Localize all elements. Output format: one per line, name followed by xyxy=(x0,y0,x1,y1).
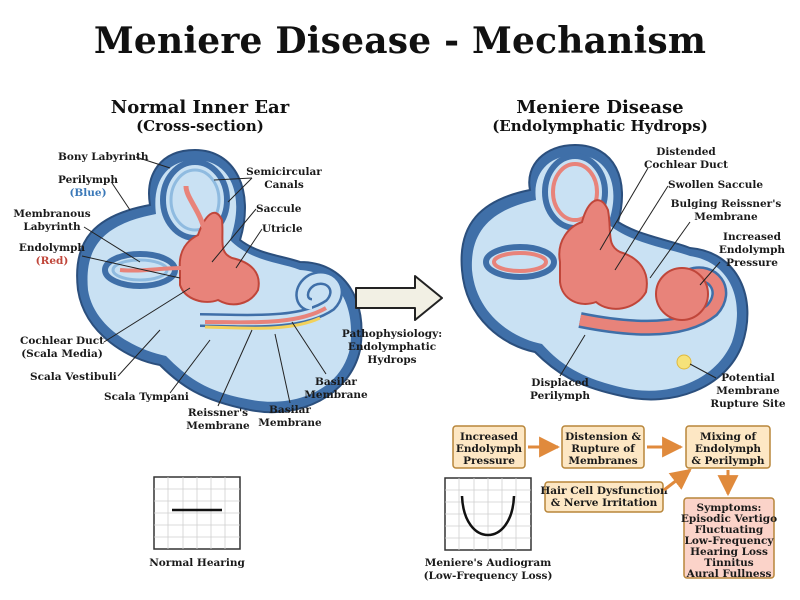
label-displaced-2: Perilymph xyxy=(530,390,590,402)
label-saccule: Saccule xyxy=(256,203,302,215)
symptom-line-3: Low-Frequency xyxy=(684,535,774,547)
symptom-line-0: Symptoms: xyxy=(697,502,762,514)
label-reissner-2: Membrane xyxy=(186,420,250,432)
meniere-inner-ear-illustration xyxy=(460,143,749,401)
flow-box2-line2: Rupture of xyxy=(571,443,636,455)
normal-cochlea xyxy=(199,271,343,330)
symptom-line-6: Aural Fullness xyxy=(686,568,772,580)
flow-box-hair-cell xyxy=(544,481,664,513)
normal-inner-ear-illustration xyxy=(76,148,363,414)
flow-box-distension xyxy=(561,425,645,469)
label-bulging-1: Bulging Reissner's xyxy=(671,198,782,210)
flow-box3-line3: & Perilymph xyxy=(691,455,764,467)
flow-box-symptoms xyxy=(683,497,775,579)
label-distended-2: Cochlear Duct xyxy=(644,159,728,171)
normal-labels: Bony Labyrinth Perilymph (Blue) Membrano… xyxy=(13,151,368,432)
arrow-label-1: Pathophysiology: xyxy=(342,328,442,340)
label-scala-vestibuli: Scala Vestibuli xyxy=(30,371,117,383)
meniere-heading-subtitle: (Endolymphatic Hydrops) xyxy=(492,117,708,135)
normal-audiogram: Normal Hearing xyxy=(149,476,245,569)
flow-box3-line1: Mixing of xyxy=(700,431,757,443)
label-cochlear-1: Cochlear Duct xyxy=(20,335,104,347)
normal-heading: Normal Inner Ear (Cross-section) xyxy=(100,98,300,136)
label-swollen-saccule: Swollen Saccule xyxy=(668,179,763,191)
flow-box1-line1: Increased xyxy=(460,431,519,443)
label-increased-3: Pressure xyxy=(726,257,778,269)
label-increased-2: Endolymph xyxy=(719,244,786,256)
meniere-audiogram: Meniere's Audiogram (Low-Frequency Loss) xyxy=(424,477,553,582)
symptom-line-4: Hearing Loss xyxy=(690,546,768,558)
label-rupture-2: Membrane xyxy=(716,385,780,397)
meniere-audiogram-label-1: Meniere's Audiogram xyxy=(425,557,552,569)
flow-box2-line1: Distension & xyxy=(565,431,641,443)
label-displaced-1: Displaced xyxy=(531,377,589,389)
label-semicircular-2: Canals xyxy=(264,179,304,191)
meniere-heading-title: Meniere Disease xyxy=(516,97,684,118)
page-title: Meniere Disease - Mechanism xyxy=(93,20,707,62)
label-reissner-1: Reissner's xyxy=(188,407,248,419)
normal-heading-subtitle: (Cross-section) xyxy=(136,117,264,135)
label-basilar-b-1: Basilar xyxy=(269,404,311,416)
label-perilymph-color: (Blue) xyxy=(69,187,106,199)
meniere-labels: Distended Cochlear Duct Swollen Saccule … xyxy=(530,146,786,410)
label-increased-1: Increased xyxy=(723,231,782,243)
label-endolymph-color: (Red) xyxy=(36,255,69,267)
meniere-heading: Meniere Disease (Endolymphatic Hydrops) xyxy=(480,98,720,136)
label-bony-labyrinth: Bony Labyrinth xyxy=(58,151,149,163)
label-utricle: Utricle xyxy=(262,223,303,235)
arrow-label-2: Endolymphatic xyxy=(348,341,436,353)
label-distended-1: Distended xyxy=(656,146,716,158)
label-cochlear-2: (Scala Media) xyxy=(21,348,103,360)
meniere-cochlea xyxy=(578,266,728,370)
flow-box1-line2: Endolymph xyxy=(456,443,523,455)
label-basilar-a-1: Basilar xyxy=(315,376,357,388)
label-membranous-1: Membranous xyxy=(13,208,90,220)
label-semicircular-1: Semicircular xyxy=(246,166,322,178)
arrow-label-3: Hydrops xyxy=(367,354,416,366)
label-bulging-2: Membrane xyxy=(694,211,758,223)
label-endolymph: Endolymph xyxy=(19,242,86,254)
label-basilar-b-2: Membrane xyxy=(258,417,322,429)
normal-membranous-labyrinth xyxy=(119,185,260,306)
label-basilar-a-2: Membrane xyxy=(304,389,368,401)
flow-box-increased-pressure xyxy=(452,425,526,469)
normal-heading-title: Normal Inner Ear xyxy=(110,97,290,118)
label-scala-tympani: Scala Tympani xyxy=(104,391,189,403)
label-membranous-2: Labyrinth xyxy=(23,221,81,233)
symptom-line-5: Tinnitus xyxy=(704,557,754,569)
normal-audiogram-label: Normal Hearing xyxy=(149,557,245,569)
flow-box4-line1: Hair Cell Dysfunction xyxy=(540,485,668,497)
flow-box2-line3: Membranes xyxy=(568,455,637,467)
label-rupture-1: Potential xyxy=(721,372,774,384)
flow-box3-line2: Endolymph xyxy=(695,443,762,455)
flow-box1-line3: Pressure xyxy=(463,455,515,467)
flow-box-mixing xyxy=(685,425,771,469)
meniere-membranous-labyrinth xyxy=(558,199,648,310)
label-rupture-3: Rupture Site xyxy=(710,398,785,410)
pathophysiology-arrow: Pathophysiology: Endolymphatic Hydrops xyxy=(342,275,443,366)
symptom-line-1: Episodic Vertigo xyxy=(681,513,777,525)
label-perilymph: Perilymph xyxy=(58,174,118,186)
mechanism-flowchart: Increased Endolymph Pressure Distension … xyxy=(452,425,777,580)
meniere-audiogram-label-2: (Low-Frequency Loss) xyxy=(424,570,553,582)
symptom-line-2: Fluctuating xyxy=(695,524,764,536)
flow-box4-line2: & Nerve Irritation xyxy=(551,497,658,509)
